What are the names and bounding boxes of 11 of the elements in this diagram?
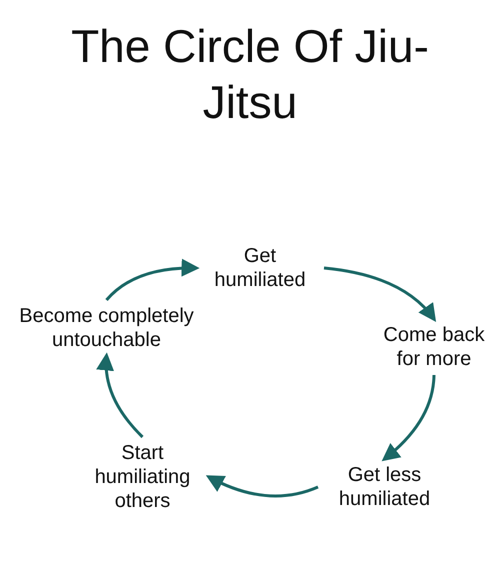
curved-arrow [382, 374, 436, 462]
curved-arrow [324, 266, 436, 322]
curved-arrow [105, 259, 200, 302]
curved-arrow [96, 352, 144, 438]
curved-arrow [206, 475, 319, 498]
cycle-step-text: Become completely untouchable [4, 304, 209, 352]
diagram-title: The Circle Of Jiu-Jitsu [70, 19, 430, 130]
cycle-step-text: Start humiliating others [80, 441, 205, 513]
cycle-step-text: Come back for more [374, 323, 494, 371]
cycle-step-text: Get humiliated [200, 244, 320, 292]
cycle-step-text: Get less humiliated [322, 463, 447, 511]
